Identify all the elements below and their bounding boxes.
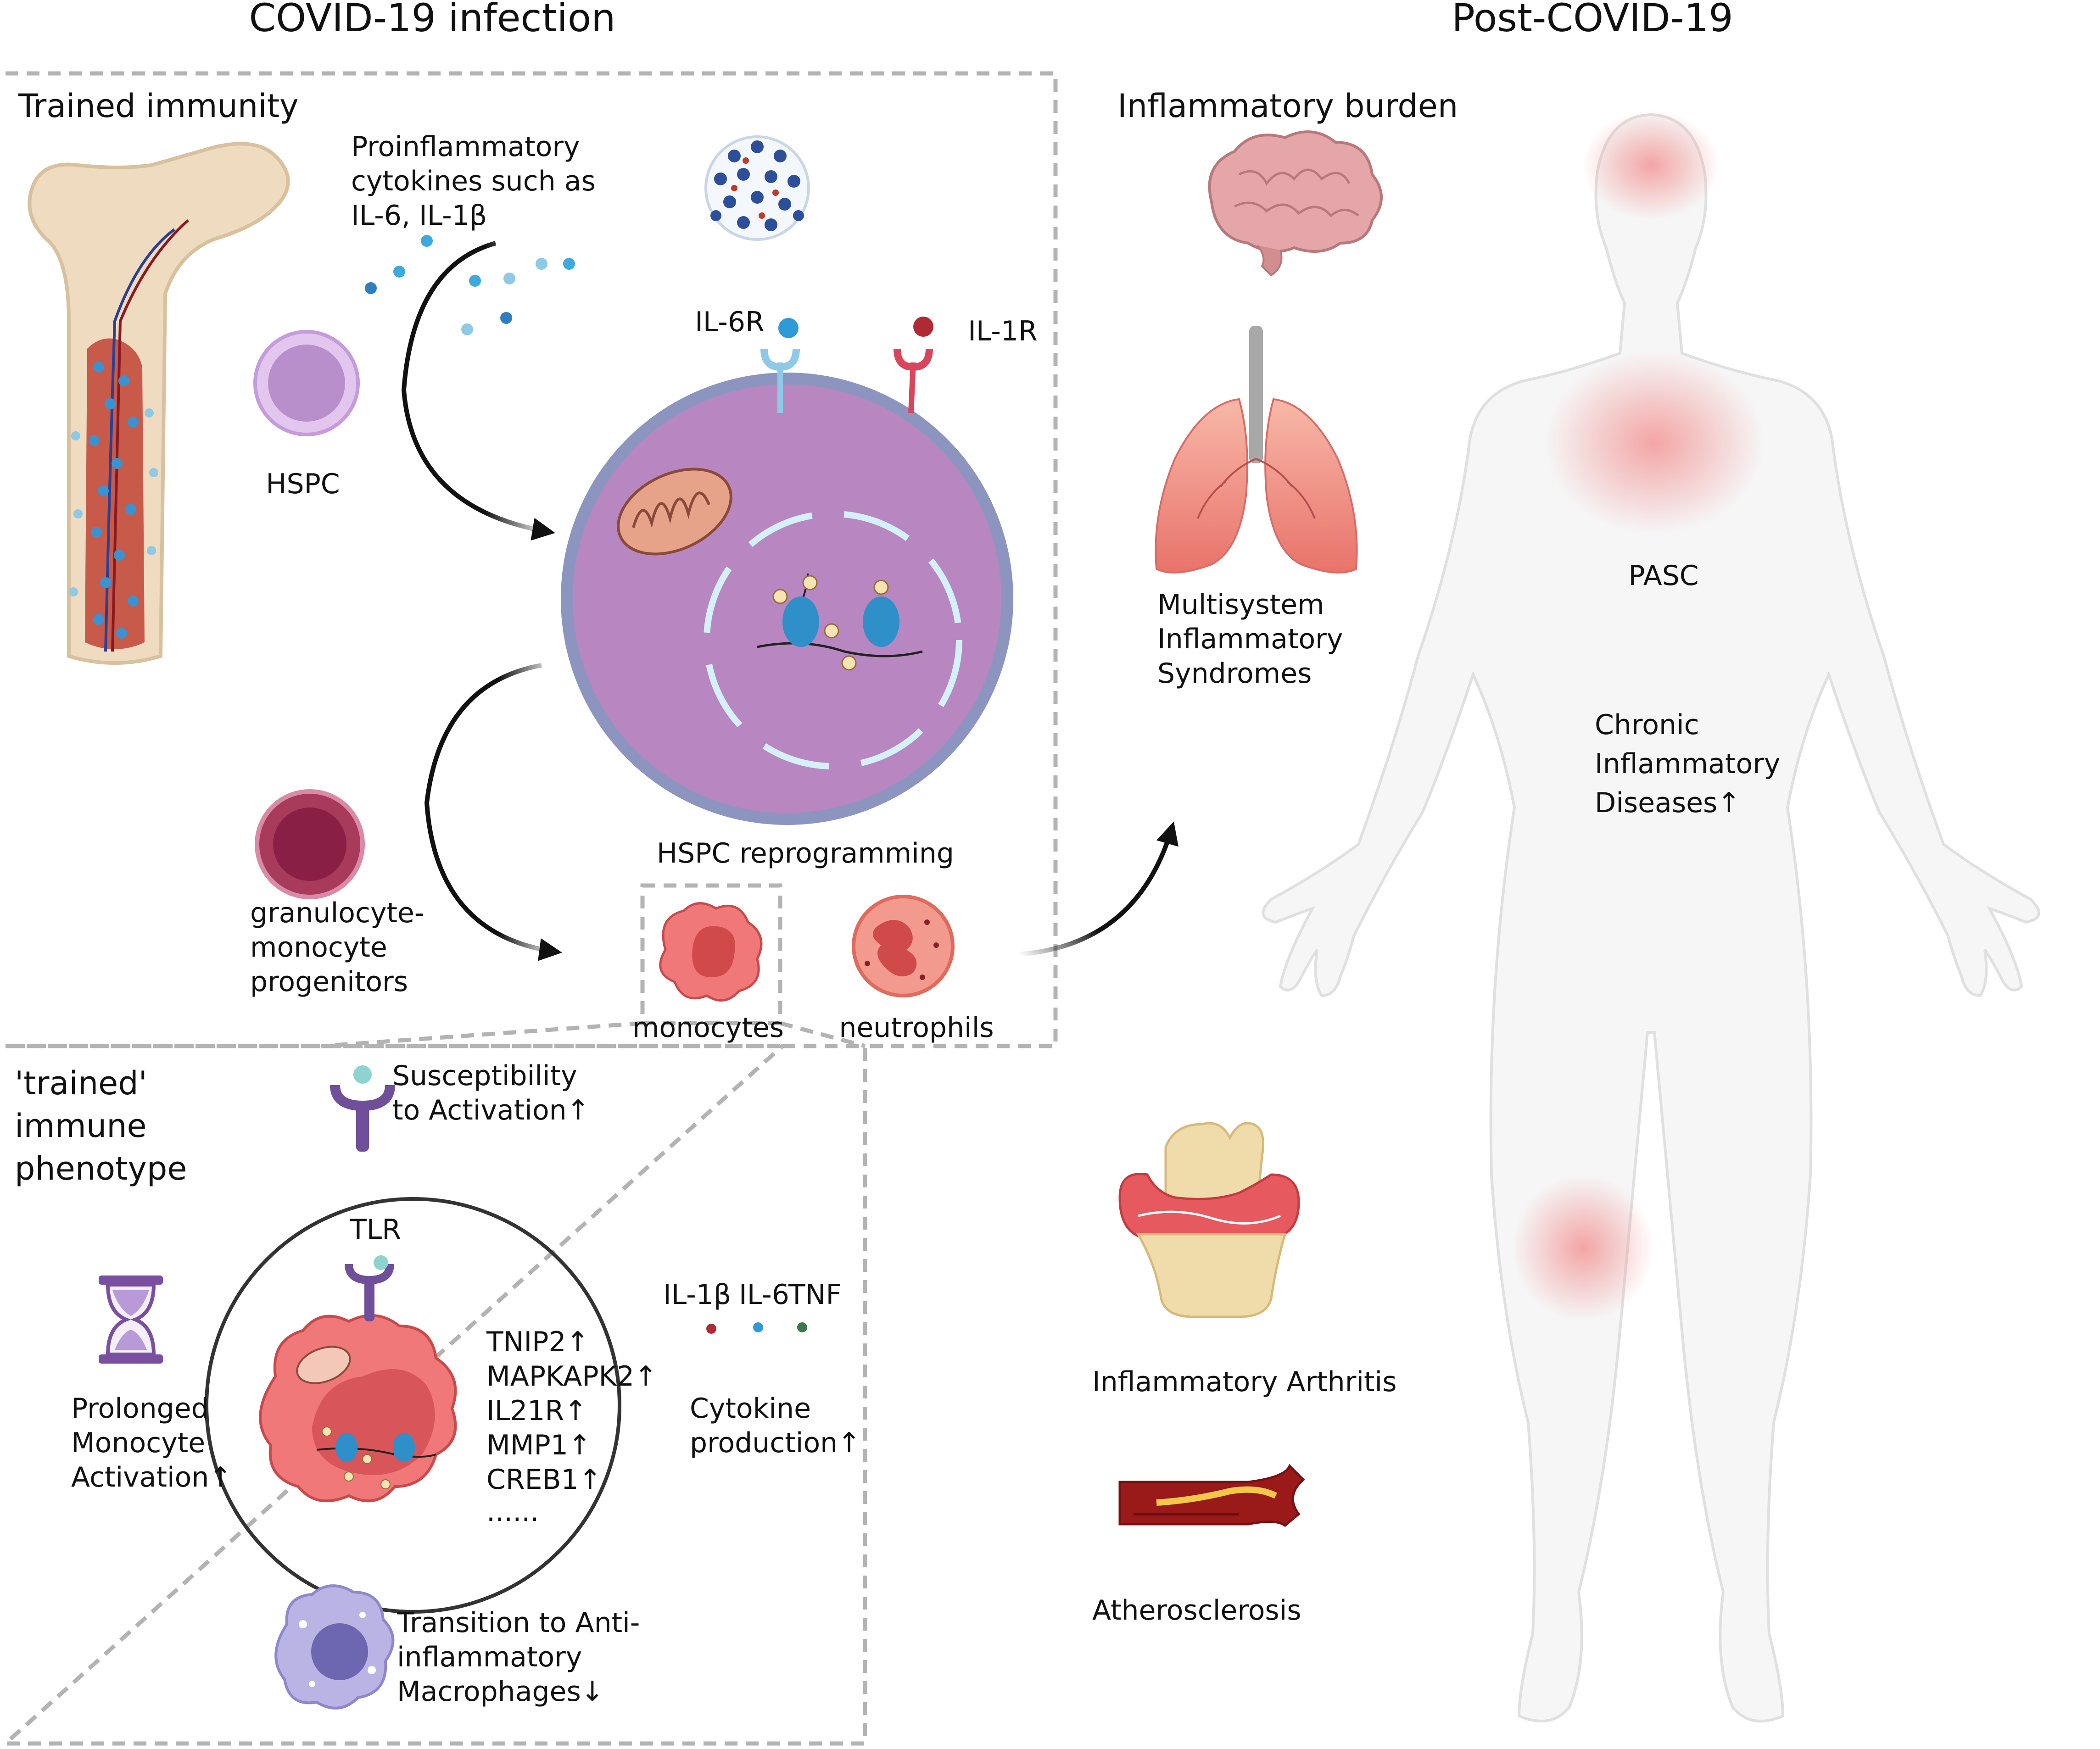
brain-icon	[1208, 130, 1383, 277]
gmp-label-line-1: granulocyte-	[250, 897, 424, 929]
il6-dot	[753, 1322, 763, 1332]
phenotype-title-line-3: phenotype	[15, 1150, 187, 1187]
tnf-dot	[797, 1322, 807, 1332]
cytokine-label-line-3: IL-6, IL-1β	[351, 200, 487, 232]
artery-plaque-icon	[1118, 1464, 1305, 1527]
cytokine-tnf-label: TNF	[788, 1279, 842, 1311]
hourglass-icon	[99, 1276, 163, 1364]
prolonged-label-line-3: Activation↑	[71, 1461, 232, 1493]
heading-post-covid: Post-COVID-19	[1452, 0, 1733, 40]
tlr-receptor-icon	[330, 1065, 395, 1152]
gene-il21r: IL21R↑	[486, 1395, 587, 1427]
misc-label-line-3: Syndromes	[1157, 657, 1312, 690]
cytokine-production-line-1: Cytokine	[690, 1393, 811, 1425]
il1b-dot	[706, 1324, 716, 1334]
il6r-label: IL-6R	[695, 306, 765, 338]
monocyte-icon	[659, 902, 763, 1002]
cytokine-label-line-2: cytokines such as	[351, 165, 596, 197]
gene-tnip2: TNIP2↑	[486, 1326, 589, 1358]
arrow-cell-to-progeny	[424, 663, 562, 961]
transition-label-line-2: inflammatory	[397, 1641, 582, 1673]
knee-joint-icon	[1118, 1122, 1300, 1318]
chronic-label-line-3: Diseases↑	[1595, 787, 1741, 819]
prolonged-label-line-2: Monocyte	[71, 1427, 205, 1459]
arrow-cytokines-to-cell	[401, 241, 555, 541]
mitochondrion-icon	[617, 468, 732, 556]
chromatin-nucleosomes	[757, 573, 923, 671]
trained-monocyte-icon	[259, 1314, 457, 1503]
misc-label-line-1: Multisystem	[1157, 589, 1324, 621]
cytokine-il6-label: IL-6	[739, 1279, 789, 1311]
reprogrammed-hspc-cell	[561, 317, 1013, 825]
misc-label-line-2: Inflammatory	[1157, 623, 1343, 655]
hspc-cell-icon	[253, 330, 360, 436]
tlr-receptor-inner-icon	[345, 1255, 394, 1321]
hspc-label: HSPC	[266, 468, 340, 500]
gene-mapkapk2: MAPKAPK2↑	[486, 1360, 657, 1393]
gmp-label-line-3: progenitors	[250, 966, 408, 998]
neutrophil-icon	[852, 895, 955, 997]
gene-ellipsis: ......	[486, 1496, 539, 1528]
phenotype-title-line-2: immune	[15, 1107, 147, 1145]
prolonged-label-line-1: Prolonged	[71, 1393, 209, 1425]
cytokine-particles	[365, 235, 575, 335]
phenotype-title-line-1: 'trained'	[15, 1064, 147, 1102]
gene-creb1: CREB1↑	[486, 1464, 602, 1496]
cytokine-il1b-label: IL-1β	[663, 1279, 731, 1311]
trained-immunity-title: Trained immunity	[18, 87, 299, 125]
head-inflammation-glow	[1582, 110, 1720, 220]
human-body-icon	[1262, 113, 2040, 1723]
nucleus-envelope	[704, 511, 962, 769]
arrow-to-post-covid	[1018, 821, 1178, 957]
il1-receptor-icon	[894, 317, 933, 413]
zoom-line-left	[321, 1021, 643, 1048]
susceptibility-label-line-2: to Activation↑	[392, 1094, 590, 1126]
neutrophils-label: neutrophils	[839, 1012, 994, 1044]
gmp-label-line-2: monocyte	[250, 931, 387, 964]
inflammatory-arthritis-label: Inflammatory Arthritis	[1092, 1366, 1397, 1398]
atherosclerosis-label: Atherosclerosis	[1092, 1594, 1301, 1626]
pasc-label: PASC	[1628, 560, 1698, 592]
cytokine-label-line-1: Proinflammatory	[351, 131, 580, 163]
hspc-reprogramming-label: HSPC reprogramming	[657, 837, 954, 869]
il1r-label: IL-1R	[968, 315, 1038, 347]
lungs-icon	[1155, 326, 1358, 574]
transition-label-line-3: Macrophages↓	[397, 1676, 604, 1708]
macrophage-icon	[274, 1584, 395, 1710]
trained-monocyte-circle	[205, 1197, 621, 1614]
inflammatory-burden-title: Inflammatory burden	[1117, 87, 1458, 125]
cytokine-production-line-2: production↑	[690, 1427, 860, 1459]
gmp-cell-icon	[255, 789, 365, 899]
gene-mmp1: MMP1↑	[486, 1429, 591, 1461]
zoom-line-right	[779, 1021, 866, 1048]
chronic-label-line-1: Chronic	[1595, 709, 1699, 741]
il6-receptor-icon	[760, 318, 800, 413]
tlr-label: TLR	[349, 1214, 401, 1246]
chest-inflammation-glow	[1544, 351, 1765, 535]
heading-covid-infection: COVID-19 infection	[249, 0, 615, 40]
susceptibility-label-line-1: Susceptibility	[392, 1060, 577, 1092]
monocyte-highlight-box	[640, 883, 782, 1025]
chronic-label-line-2: Inflammatory	[1595, 748, 1780, 780]
knee-inflammation-glow	[1512, 1175, 1654, 1321]
bone-marrow-femur-icon	[28, 142, 290, 665]
transition-label-line-1: Transition to Anti-	[397, 1607, 640, 1639]
monocytes-label: monocytes	[632, 1012, 784, 1044]
sars-cov-2-virus-icon	[704, 135, 810, 241]
